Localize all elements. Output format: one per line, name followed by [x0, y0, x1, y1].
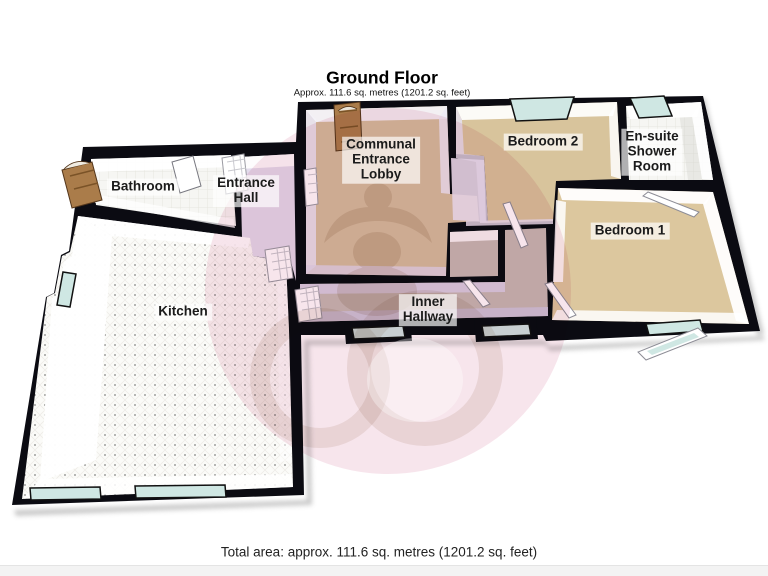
door-leaf-patio	[637, 327, 708, 361]
window-bedroom2	[509, 96, 576, 122]
door-leaf-ensuite	[642, 191, 700, 218]
bottom-bar	[0, 565, 768, 576]
room-label-inner-hallway: Inner Hallway	[398, 294, 458, 326]
total-area-caption: Total area: approx. 111.6 sq. metres (12…	[220, 544, 538, 560]
window-kitchen-left	[56, 271, 77, 308]
room-label-entrance-hall: Entrance Hall	[213, 175, 279, 207]
room-bedroom1-floor	[552, 188, 749, 324]
room-label-bathroom: Bathroom	[107, 178, 179, 196]
room-label-bedroom2: Bedroom 2	[503, 133, 583, 151]
room-label-ensuite: En-suite Shower Room	[621, 128, 683, 176]
window-kitchen-bottom-2	[134, 484, 227, 499]
room-label-lobby: Communal Entrance Lobby	[342, 136, 420, 184]
page-title: Ground Floor	[326, 67, 438, 88]
window-ensuite	[628, 95, 674, 119]
window-kitchen-bottom-1	[29, 486, 102, 501]
page-subtitle: Approx. 111.6 sq. metres (1201.2 sq. fee…	[293, 87, 471, 99]
room-label-kitchen: Kitchen	[154, 303, 212, 321]
room-label-bedroom1: Bedroom 1	[590, 222, 670, 240]
watermark	[205, 108, 571, 474]
